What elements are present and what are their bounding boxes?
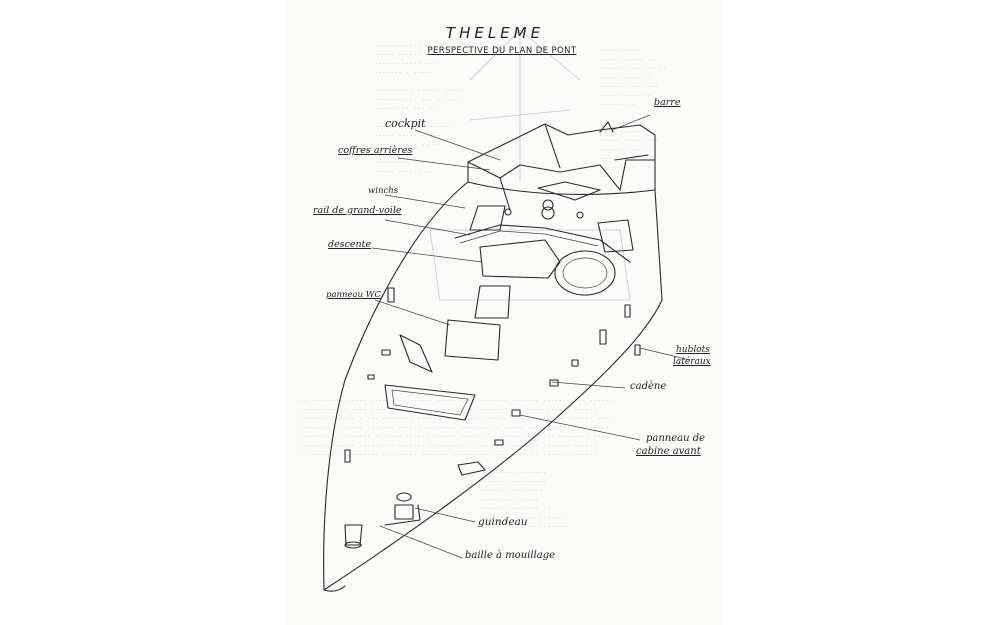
label-cockpit: cockpit [385,117,426,130]
bleed-through-text-right: .......... .... ...... .. ...... ... ...… [600,45,667,188]
label-panneau-wc: panneau WC [326,290,381,300]
side-hatch [597,219,634,253]
winch-marks [504,199,584,220]
label-hublots: hublots [676,345,710,355]
open-hatch-lid [399,334,433,373]
cockpit-seat-hatch [469,205,506,231]
drawing-title: THELEME [445,24,545,42]
paper-sheet [288,0,720,625]
label-guindeau: guindeau [478,516,528,528]
forward-cabin-hatch [384,384,476,421]
deck-fittings [344,287,641,549]
label-winchs: winchs [368,186,399,196]
label-baille-a-mouillage: baille à mouillage [465,550,556,561]
tiller-mark [599,121,614,133]
label-cabine-avant: cabine avant [636,446,701,457]
mainsheet-rail [454,224,631,263]
label-lateraux: latéraux [673,357,711,367]
leader-lines [371,114,691,559]
label-coffres-arrieres: coffres arrières [338,145,413,156]
label-descente: descente [328,239,372,250]
label-barre: barre [654,97,681,108]
wc-hatch [444,319,501,361]
cockpit-block [467,123,656,211]
label-cadene: cadène [630,381,667,392]
wc-hatch-small [474,285,511,319]
drawing-subtitle: PERSPECTIVE DU PLAN DE PONT [427,46,577,56]
label-rail-grand-voile: rail de grand-voile [313,205,402,216]
label-panneau-de: panneau de [646,433,706,444]
mast-ring [554,250,616,296]
companionway-hatch [479,239,561,279]
bleed-through-text-bottom: .. ........ ..... ...... .. ...... .....… [300,395,614,529]
bleed-through-text-left: ............ ..... ..... ...... ........… [374,40,465,174]
